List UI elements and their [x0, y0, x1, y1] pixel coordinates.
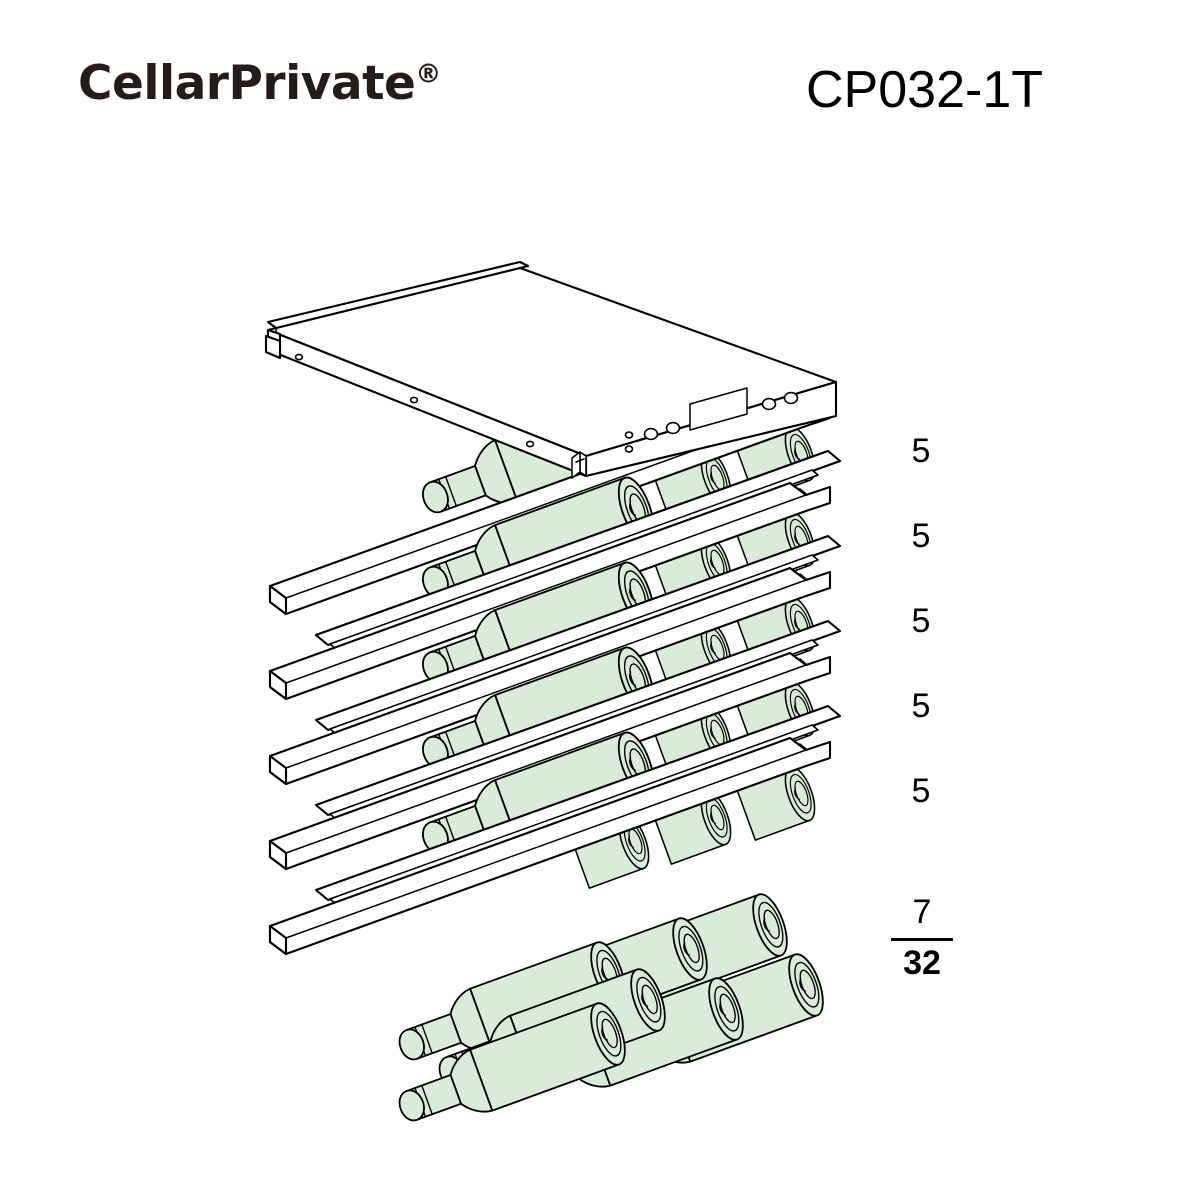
- shelf-count-4: 5: [911, 687, 931, 725]
- total-divider-rule: [891, 938, 953, 941]
- temperature-display: [689, 387, 748, 431]
- model-number: CP032-1T: [806, 61, 1043, 119]
- control-panel[interactable]: [624, 387, 799, 453]
- registered-trademark-icon: ®: [415, 59, 441, 90]
- shelf-count-5: 5: [911, 772, 931, 810]
- brand-name: CellarPrivate: [78, 56, 416, 111]
- total-capacity-block: 7 32: [891, 895, 953, 981]
- indicator-led-bottom: [624, 445, 634, 453]
- floor-bottle-stack: [388, 889, 831, 1141]
- shelf-stack: [268, 387, 842, 956]
- indicator-led-top: [624, 431, 634, 439]
- panel-button-2: [665, 421, 681, 435]
- shelf-row-5[interactable]: [268, 704, 842, 956]
- shelf-rack-5[interactable]: [268, 704, 842, 956]
- brand-logo: CellarPrivate®: [78, 56, 441, 111]
- shelf-count-1: 5: [911, 432, 931, 470]
- floor-stack-count: 7: [912, 893, 932, 931]
- panel-button-3: [761, 397, 777, 411]
- shelf-count-2: 5: [911, 517, 931, 555]
- total-bottle-count: 32: [903, 944, 941, 982]
- cooling-control-unit: [264, 260, 838, 479]
- shelf-count-3: 5: [911, 602, 931, 640]
- panel-button-1: [643, 427, 659, 441]
- panel-button-4: [783, 391, 799, 405]
